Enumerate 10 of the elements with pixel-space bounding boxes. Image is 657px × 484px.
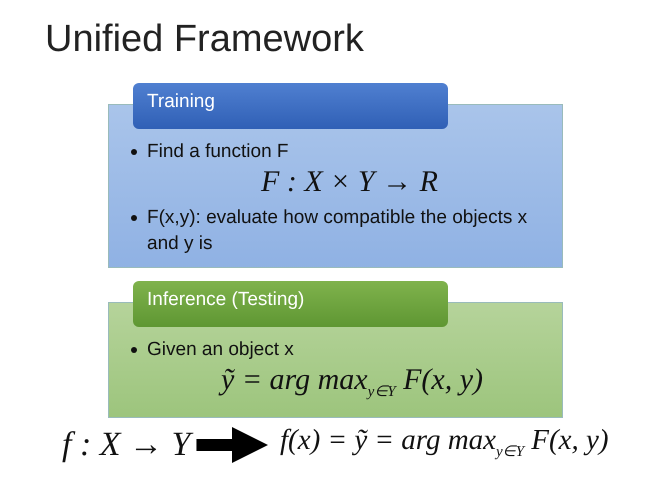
bullet-text: Given an object x: [147, 337, 542, 363]
math-formula: ỹ = arg max$_{y∈Y}$ F(x, y): [221, 363, 484, 401]
panel-header: Inference (Testing): [133, 281, 448, 327]
math-formula: F : X × Y → R: [261, 165, 438, 199]
panel-header: Training: [133, 83, 448, 129]
math-formula: f(x) = ỹ = arg max$_{y∈Y}$ F(x, y): [280, 424, 609, 461]
bullet-text: F(x,y): evaluate how compatible the objects x and y is: [147, 205, 542, 257]
bullet-text: Find a function F: [147, 139, 542, 165]
arrow: [196, 427, 268, 463]
slide-title: Unified Framework: [45, 18, 364, 61]
